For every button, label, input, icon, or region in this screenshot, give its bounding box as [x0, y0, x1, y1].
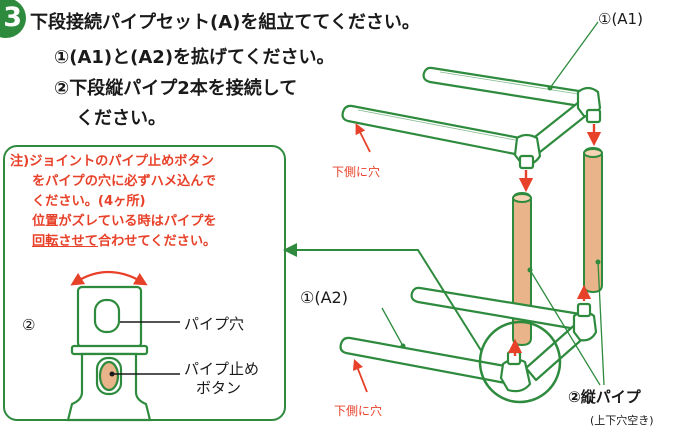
note-line-1: 注)ジョイントのパイプ止めボタン — [10, 154, 214, 169]
note-line-4: 位置がズレている時はパイプを — [32, 214, 217, 229]
note-emphasis: 回転させて — [32, 234, 98, 249]
step-instruction-2: ②下段縦パイプ2本を接続して — [54, 78, 298, 99]
label-hole-bottom: 下側に穴 — [334, 404, 383, 418]
rotate-arrow — [70, 271, 148, 286]
note-line-5-rest: 合わせてください。 — [97, 234, 217, 249]
step-instruction-2-cont: ください。 — [76, 108, 166, 129]
detail-circle — [478, 320, 562, 404]
upper-frame-a1 — [341, 66, 602, 170]
note-line-2: をパイプの穴に必ずハメ込んで — [32, 174, 216, 189]
detail-leader — [283, 243, 483, 353]
label-pipe-hole: パイプ穴 — [184, 315, 245, 333]
step-number-badge: 3 — [0, 0, 26, 38]
lower-frame-a2 — [339, 286, 598, 393]
label-stopper-1: パイプ止め — [184, 360, 260, 378]
step-title: 下段接続パイプセット(A)を組立ててください。 — [30, 12, 420, 33]
label-hole-top: 下側に穴 — [332, 165, 381, 179]
label-vertical-pipe: ②縦パイプ — [568, 388, 641, 406]
step-instruction-1: ①(A1)と(A2)を拡げてください。 — [54, 47, 335, 68]
note-line-5: 回転させて合わせてください。 — [32, 232, 216, 251]
label-a1: ①(A1) — [598, 10, 643, 28]
note-line-3: ください。(4ヶ所) — [32, 194, 146, 209]
joint-detail — [66, 285, 152, 422]
label-a2: ①(A2) — [300, 288, 348, 307]
label-vertical-pipe-sub: (上下穴空き) — [590, 414, 654, 427]
detail-number: ② — [22, 316, 36, 334]
label-stopper-2: ボタン — [196, 379, 242, 397]
